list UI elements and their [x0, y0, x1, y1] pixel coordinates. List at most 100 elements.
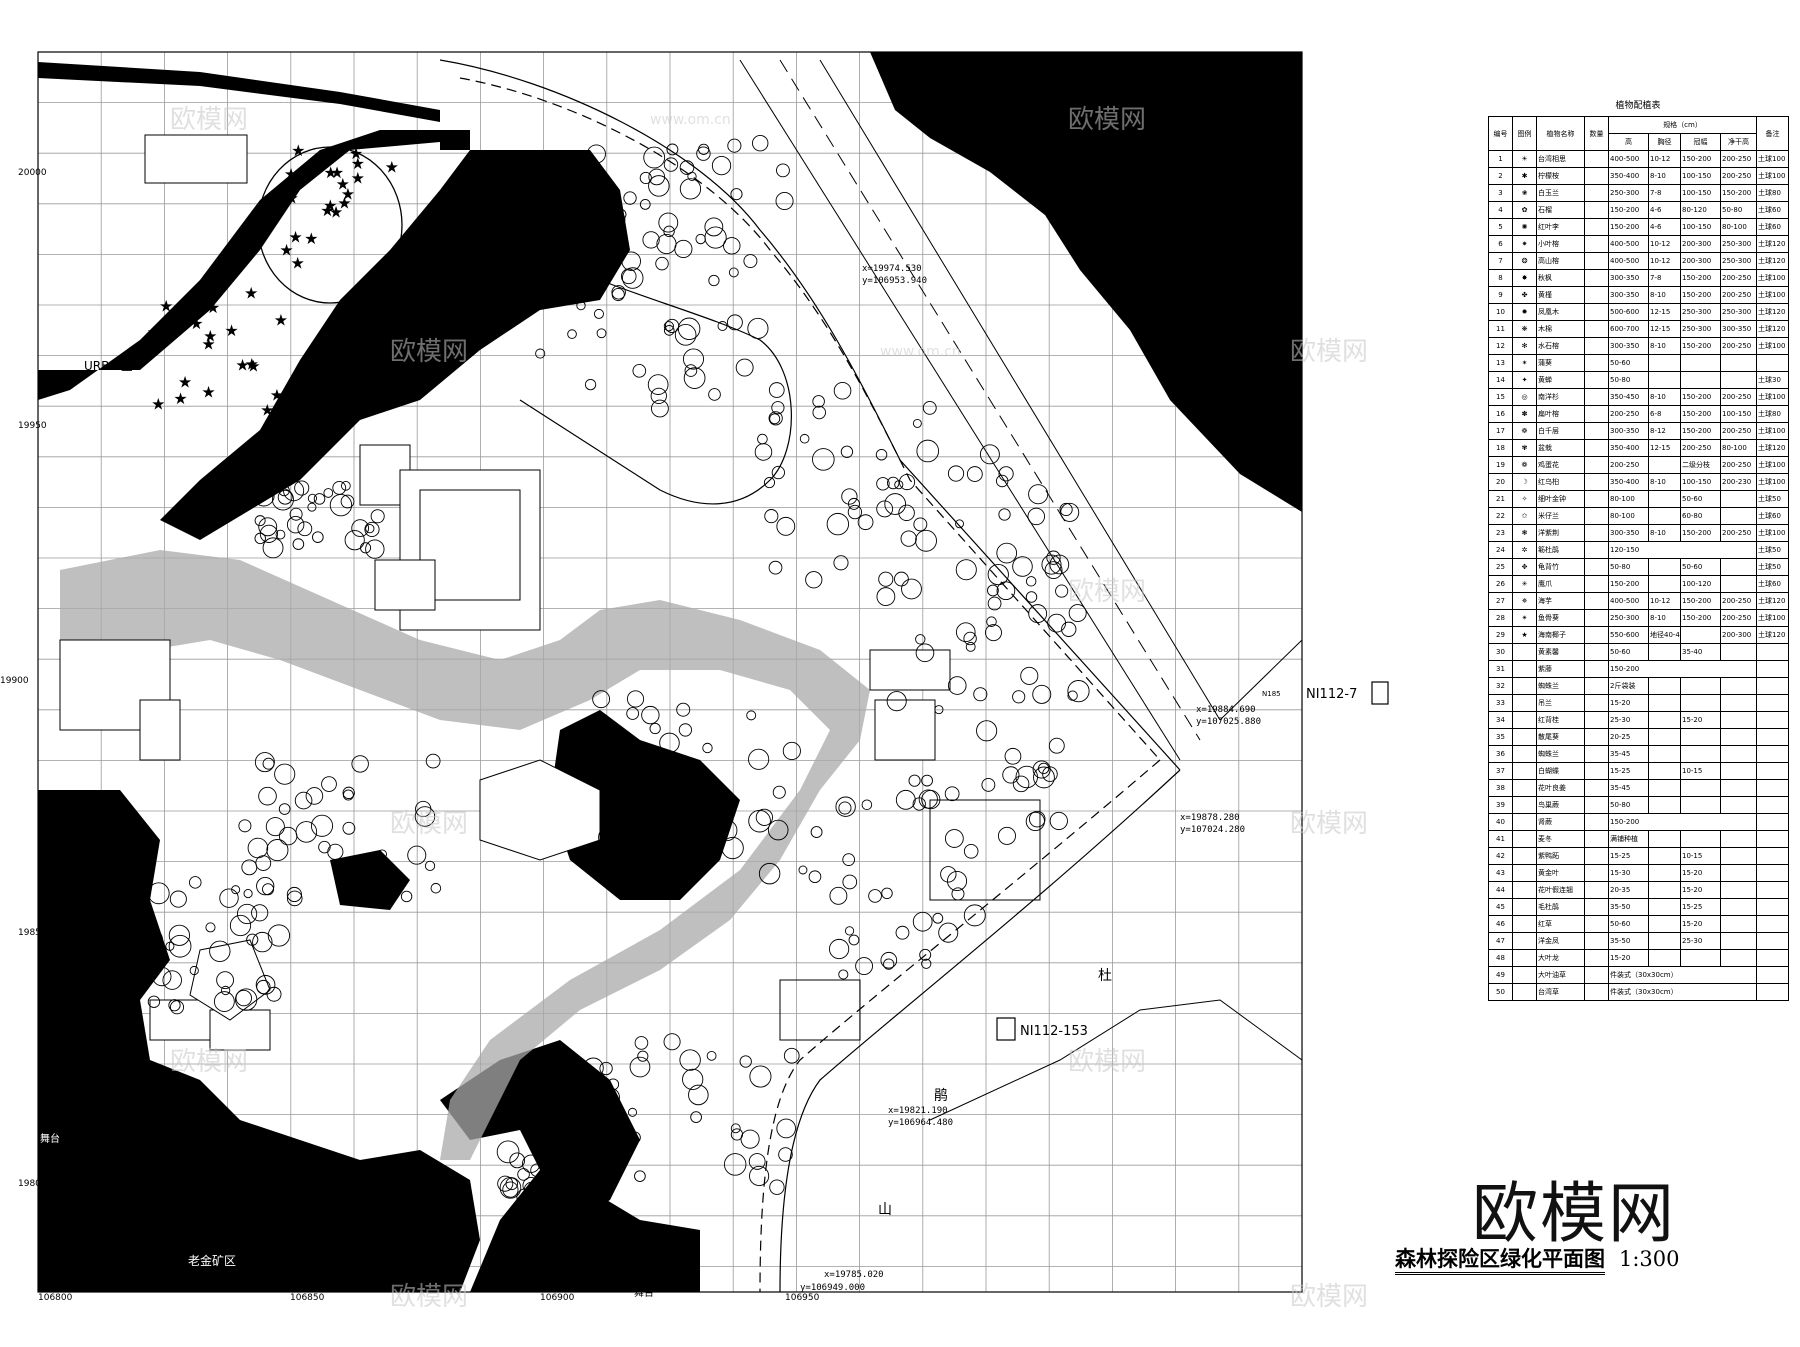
cell-no: 46	[1488, 915, 1513, 933]
palm-tree-icon: ★	[279, 240, 293, 259]
tree-icon	[256, 877, 275, 896]
cell-dbh	[1648, 558, 1681, 576]
cell-symbol: ✲	[1512, 541, 1537, 559]
tree-icon	[1025, 811, 1045, 832]
cell-symbol: ✧	[1512, 490, 1537, 508]
tree-icon	[189, 965, 199, 976]
cell-qty	[1584, 609, 1609, 627]
cell-dbh	[1648, 694, 1681, 712]
tree-icon	[740, 1129, 760, 1149]
cell-name: 蜘蛛兰	[1536, 677, 1585, 695]
tree-icon	[340, 494, 355, 509]
cell-name: 毛杜鹃	[1536, 898, 1585, 916]
tree-icon	[828, 938, 850, 960]
tree-icon	[769, 1179, 785, 1195]
tree-icon	[881, 887, 893, 900]
tree-icon	[617, 766, 633, 782]
palm-tree-icon: ★	[329, 202, 343, 221]
cell-crown: 200-300	[1680, 252, 1721, 270]
tree-icon	[996, 542, 1018, 564]
palm-tree-icon: ★	[151, 395, 165, 414]
tree-icon	[342, 821, 356, 835]
buildings	[59, 444, 951, 1051]
cell-height: 250-300	[1608, 609, 1649, 627]
cell-dbh: 12-15	[1648, 303, 1681, 321]
tree-icon	[535, 273, 555, 293]
tree-icon	[735, 358, 754, 377]
cell-height: 150-200	[1608, 575, 1649, 593]
cell-qty	[1584, 796, 1609, 814]
tree-icon	[1060, 502, 1080, 522]
cell-no: 13	[1488, 354, 1513, 372]
watermark: 欧模网	[390, 1282, 468, 1312]
cell-note: 土球100	[1756, 286, 1790, 304]
cell-height: 15-30	[1608, 864, 1649, 882]
cell-qty	[1584, 813, 1609, 831]
tree-icon	[771, 401, 785, 415]
cell-no: 4	[1488, 201, 1513, 219]
tree-icon	[1012, 690, 1026, 704]
tree-icon	[730, 188, 743, 201]
drawing-scale: 1:300	[1619, 1247, 1680, 1271]
tree-icon	[799, 433, 810, 444]
tree-icon	[976, 720, 998, 742]
palm-tree-icon: ★	[351, 154, 365, 173]
cell-no: 50	[1488, 983, 1513, 1001]
cell-crown: 150-200	[1680, 609, 1721, 627]
cell-height: 350-450	[1608, 388, 1649, 406]
cell-height: 200-250	[1608, 405, 1649, 423]
cell-note	[1756, 796, 1790, 814]
tree-icon	[271, 488, 294, 511]
cell-note: 土球100	[1756, 388, 1790, 406]
tree-icon	[838, 969, 849, 980]
cell-symbol: ✺	[1512, 218, 1537, 236]
cell-qty	[1584, 286, 1609, 304]
cell-crown: 250-300	[1680, 303, 1721, 321]
tree-icon	[267, 924, 291, 947]
cell-note: 土球120	[1756, 320, 1790, 338]
cell-no: 26	[1488, 575, 1513, 593]
cell-crown: 100-150	[1680, 167, 1721, 185]
tree-icon	[611, 285, 626, 300]
palm-tree-icon: ★	[224, 321, 238, 340]
cell-crown: 15-20	[1680, 915, 1721, 933]
palm-tree-icon: ★	[288, 228, 302, 247]
cell-no: 30	[1488, 643, 1513, 661]
tree-icon	[502, 1181, 519, 1198]
tree-icon	[663, 1033, 681, 1051]
tree-icon	[1032, 760, 1051, 779]
tree-icon	[915, 634, 926, 645]
cell-name: 红背桂	[1536, 711, 1585, 729]
tree-icon	[1028, 810, 1046, 828]
tree-icon	[955, 559, 977, 581]
cell-note: 土球50	[1756, 541, 1790, 559]
cell-symbol: ✳	[1512, 575, 1537, 593]
cell-name: 白蝴蝶	[1536, 762, 1585, 780]
tree-icon	[642, 231, 660, 249]
cell-note	[1756, 932, 1790, 950]
tree-icon	[812, 405, 826, 420]
cell-crown: 15-25	[1680, 898, 1721, 916]
tree-icon	[659, 732, 680, 754]
tree-icon	[663, 321, 674, 332]
cell-no: 42	[1488, 847, 1513, 865]
cell-name: 蒲葵	[1536, 354, 1585, 372]
cell-clear	[1719, 830, 1758, 848]
coord-x: x=19821.190	[888, 1106, 948, 1116]
sea-area-top-right	[870, 52, 1302, 512]
tree-icon	[516, 1217, 528, 1228]
tree-icon	[351, 519, 369, 537]
tree-icon	[608, 211, 626, 229]
tree-icon	[169, 890, 187, 908]
cell-dbh: 10-12	[1648, 252, 1681, 270]
tree-icon	[748, 809, 771, 833]
cell-note	[1756, 728, 1790, 746]
tree-icon	[912, 797, 926, 811]
tree-icon	[650, 387, 667, 405]
tree-icon	[365, 524, 375, 534]
cell-no: 9	[1488, 286, 1513, 304]
tree-icon	[1061, 621, 1077, 637]
